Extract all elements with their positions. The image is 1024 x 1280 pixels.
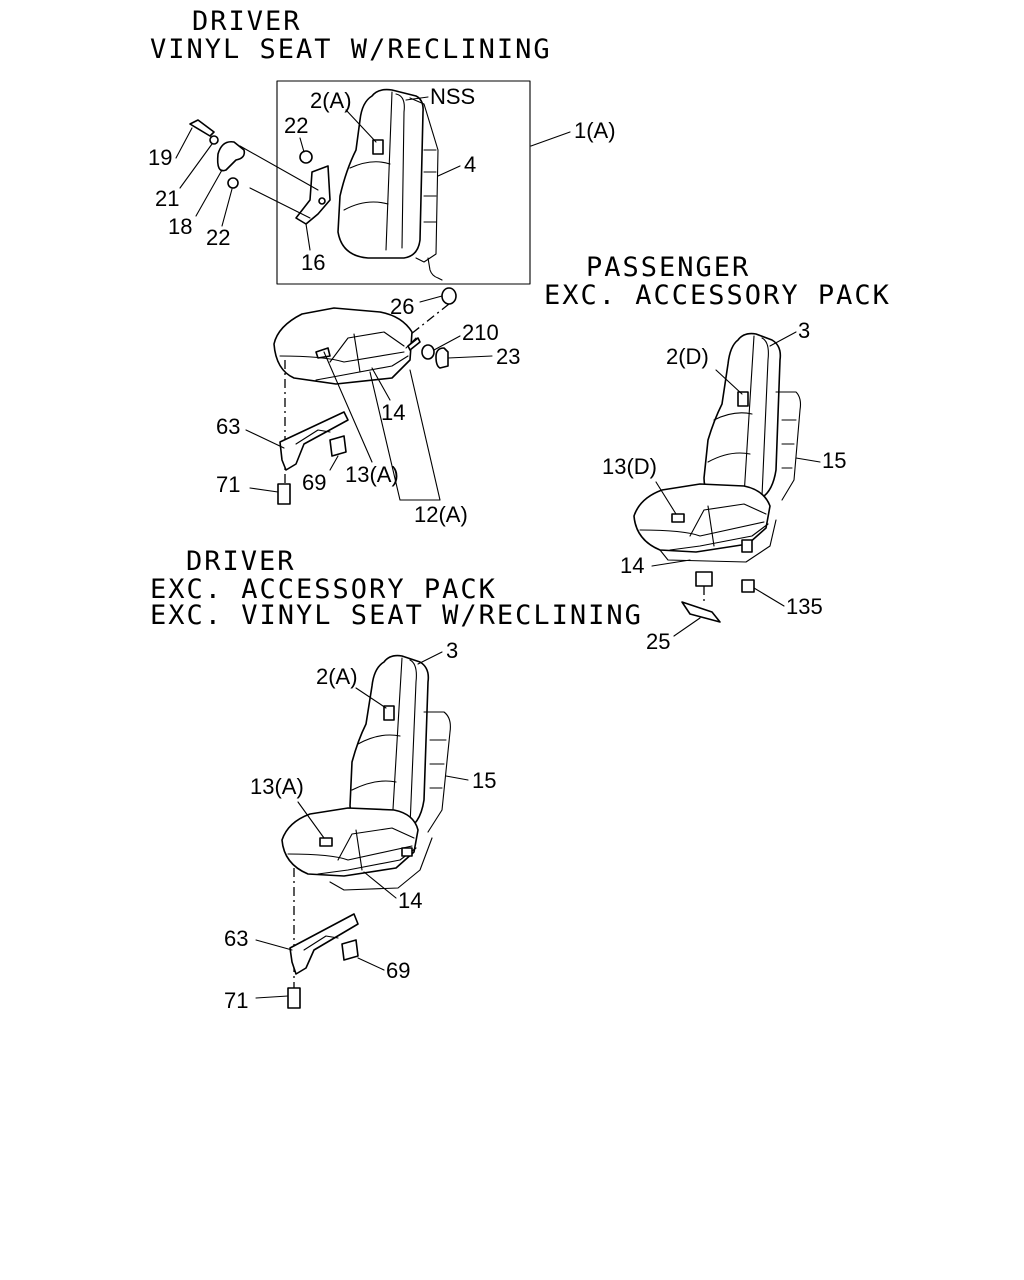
callout-14-std: 14 bbox=[398, 888, 422, 913]
nut-69-std bbox=[341, 939, 359, 961]
callout-13a-std: 13(A) bbox=[250, 774, 304, 799]
nut-22-upper bbox=[299, 150, 313, 164]
passenger-title-line1: PASSENGER bbox=[586, 252, 750, 283]
seat-back-assembly-box bbox=[276, 80, 531, 285]
passenger-title-line2: EXC. ACCESSORY PACK bbox=[544, 280, 891, 311]
callout-18: 18 bbox=[168, 214, 192, 239]
callout-71-vinyl: 71 bbox=[216, 472, 240, 497]
std-driver-title-line3: EXC. VINYL SEAT W/RECLINING bbox=[150, 600, 643, 631]
nut-69 bbox=[329, 435, 347, 457]
callout-26: 26 bbox=[390, 294, 414, 319]
nut-22-lower bbox=[227, 177, 239, 189]
vinyl-driver-title-line2: VINYL SEAT W/RECLINING bbox=[150, 34, 552, 65]
washer-210 bbox=[421, 344, 435, 360]
callout-2a-std: 2(A) bbox=[316, 664, 358, 689]
vinyl-driver-title-line1: DRIVER bbox=[192, 6, 302, 37]
callout-2a-vinyl: 2(A) bbox=[310, 88, 352, 113]
callout-14-passenger: 14 bbox=[620, 553, 644, 578]
callout-210: 210 bbox=[462, 320, 499, 345]
callout-25: 25 bbox=[646, 629, 670, 654]
callout-69-vinyl: 69 bbox=[302, 470, 326, 495]
callout-nss: NSS bbox=[430, 84, 475, 109]
vinyl-driver-section: DRIVER VINYL SEAT W/RECLINING bbox=[148, 6, 616, 527]
callout-3-passenger: 3 bbox=[798, 318, 810, 343]
nut-135 bbox=[741, 579, 755, 593]
callout-135: 135 bbox=[786, 594, 823, 619]
plate-25 bbox=[681, 601, 721, 623]
callout-15-passenger: 15 bbox=[822, 448, 846, 473]
callout-22-low: 22 bbox=[206, 225, 230, 250]
vinyl-seat-cushion bbox=[273, 307, 421, 385]
passenger-section: PASSENGER EXC. ACCESSORY PACK bbox=[544, 252, 891, 654]
bolt-71-std bbox=[287, 987, 301, 1009]
callout-63-std: 63 bbox=[224, 926, 248, 951]
std-driver-seat bbox=[281, 654, 451, 891]
callout-21: 21 bbox=[155, 186, 179, 211]
slide-rail-63-std bbox=[289, 913, 359, 975]
callout-15-std: 15 bbox=[472, 768, 496, 793]
callout-14-vinyl: 14 bbox=[381, 400, 405, 425]
std-driver-title-line2: EXC. ACCESSORY PACK bbox=[150, 574, 497, 605]
screw-19 bbox=[189, 119, 215, 137]
std-driver-title-line1: DRIVER bbox=[186, 546, 296, 577]
callout-12a: 12(A) bbox=[414, 502, 468, 527]
cap-23 bbox=[435, 347, 449, 369]
callout-1a: 1(A) bbox=[574, 118, 616, 143]
callout-22-top: 22 bbox=[284, 113, 308, 138]
callout-13a-vinyl: 13(A) bbox=[345, 462, 399, 487]
callout-71-std: 71 bbox=[224, 988, 248, 1013]
bracket-25-mount bbox=[695, 571, 713, 587]
callout-3-std: 3 bbox=[446, 638, 458, 663]
passenger-seat bbox=[633, 332, 802, 563]
std-driver-section: DRIVER EXC. ACCESSORY PACK EXC. VINYL SE… bbox=[150, 546, 643, 1013]
callout-23: 23 bbox=[496, 344, 520, 369]
callout-13d: 13(D) bbox=[602, 454, 657, 479]
callout-63-vinyl: 63 bbox=[216, 414, 240, 439]
callout-2d: 2(D) bbox=[666, 344, 709, 369]
callout-4: 4 bbox=[464, 152, 476, 177]
vinyl-seat-back bbox=[337, 88, 443, 281]
washer-26 bbox=[441, 287, 457, 305]
callout-16: 16 bbox=[301, 250, 325, 275]
callout-69-std: 69 bbox=[386, 958, 410, 983]
lever-18 bbox=[216, 140, 246, 172]
slide-rail-63 bbox=[279, 411, 349, 471]
bracket-16 bbox=[295, 165, 331, 225]
recline-hardware bbox=[189, 119, 331, 225]
washer-21 bbox=[209, 135, 219, 145]
bolt-71 bbox=[277, 483, 291, 505]
callout-19: 19 bbox=[148, 145, 172, 170]
